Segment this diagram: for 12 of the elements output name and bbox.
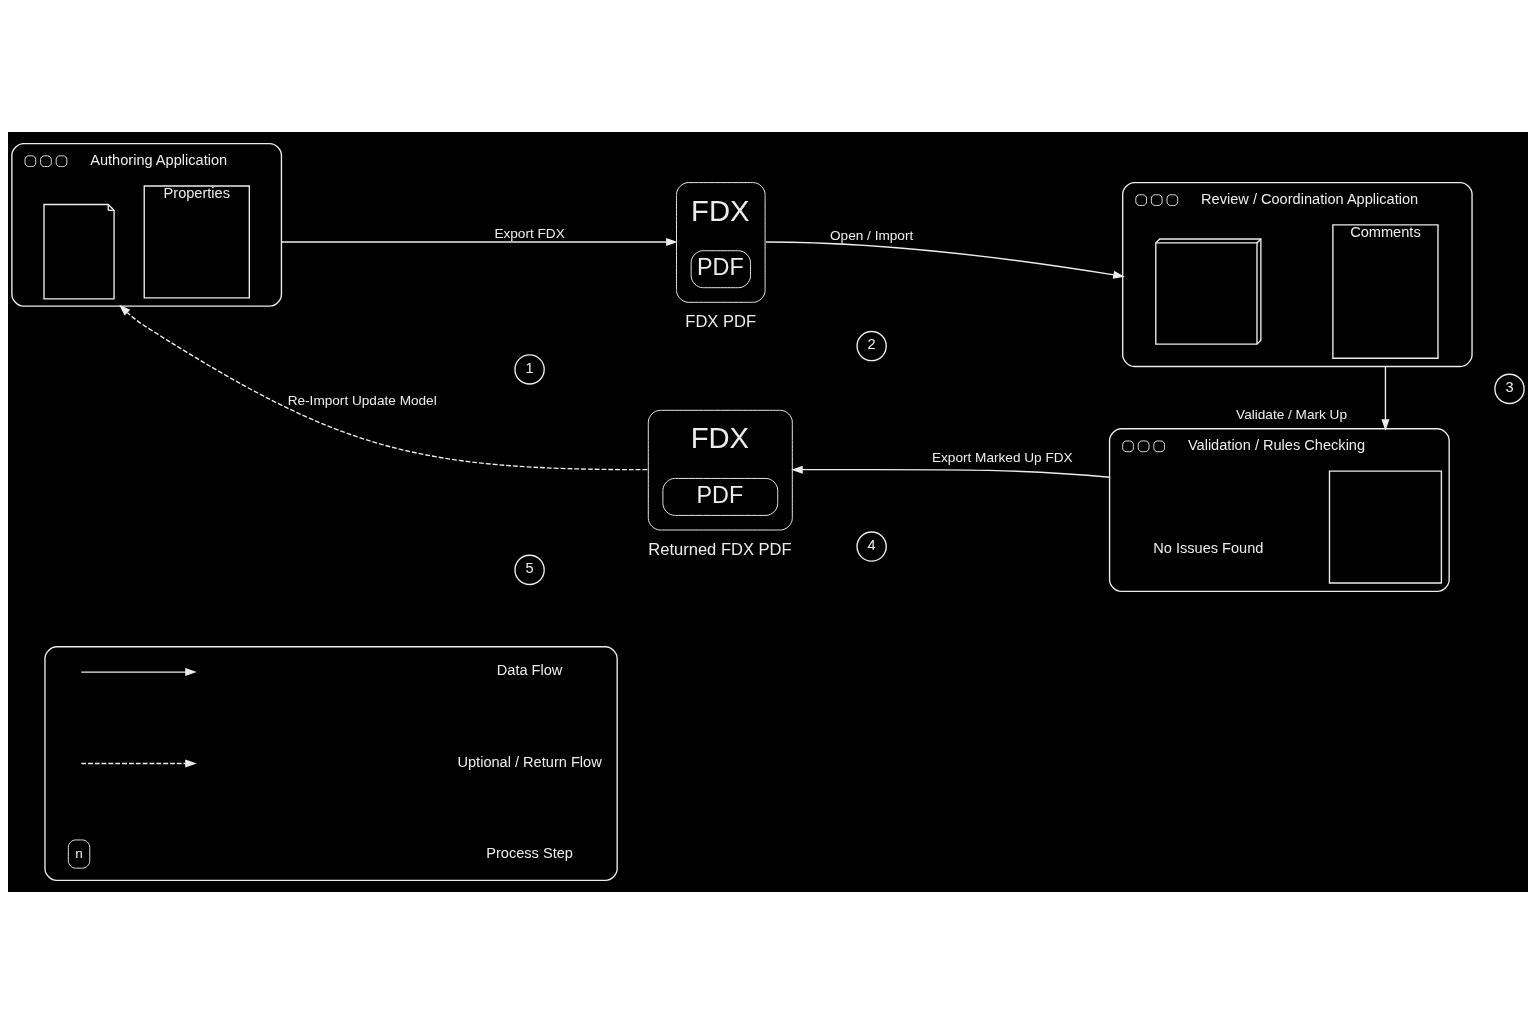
legend-label: Process Step <box>486 845 573 862</box>
node-label: FDX PDF <box>685 312 756 332</box>
edge-label: Re-Import Update Model <box>287 392 437 408</box>
label: n <box>75 846 83 862</box>
node-label: Returned FDX PDF <box>648 539 792 559</box>
label: No Issues Found <box>1153 539 1264 556</box>
edge-label: Export FDX <box>494 226 565 242</box>
legend-label: Data Flow <box>496 662 563 679</box>
legend-label: Uptional / Return Flow <box>457 753 602 770</box>
edge-label: Validate / Mark Up <box>1236 406 1347 422</box>
edge-label: Open / Import <box>830 228 914 244</box>
edge-label: Export Marked Up FDX <box>931 449 1073 465</box>
